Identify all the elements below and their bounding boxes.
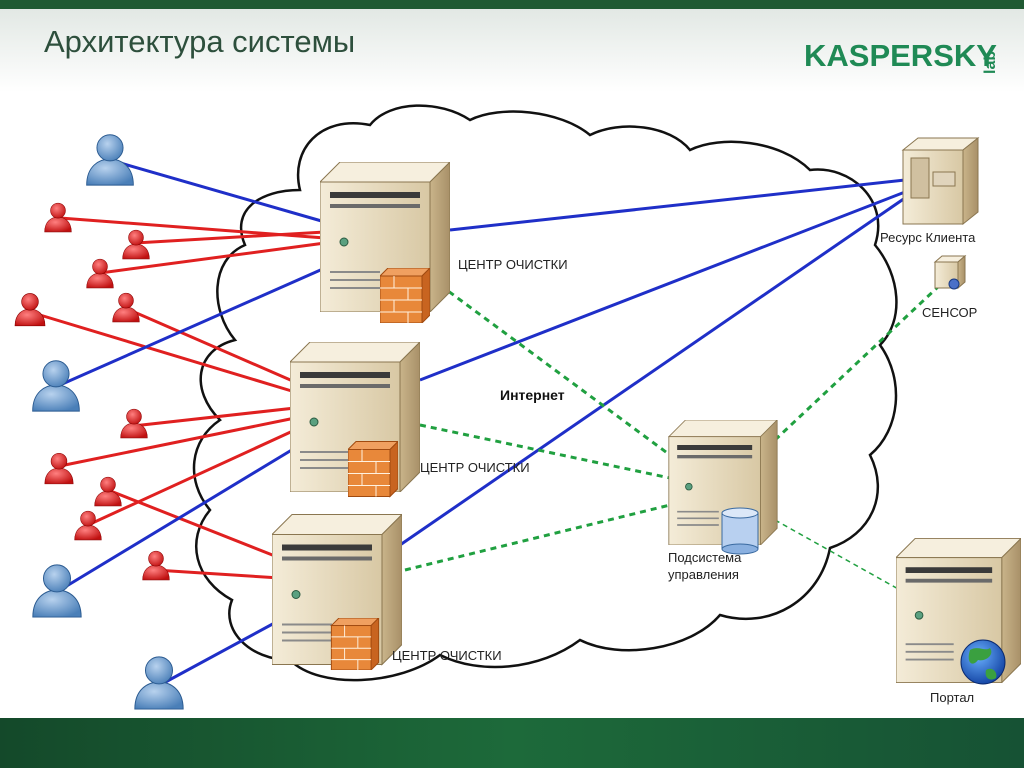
- management-links: [404, 283, 942, 591]
- top-bar: [0, 0, 1024, 9]
- portal-label: Портал: [930, 690, 974, 705]
- cleaning-center-2: ЦЕНТР ОЧИСТКИ: [290, 342, 530, 498]
- attacker-user-icon: [14, 293, 46, 327]
- attacker-user-icon: [122, 229, 150, 260]
- attack-links: [29, 216, 326, 580]
- legit-user-icon: [32, 564, 82, 618]
- slide-footer: [0, 718, 1024, 768]
- cleaning-center-3: ЦЕНТР ОЧИСТКИ: [272, 513, 502, 670]
- management-label-line1: Подсистема: [668, 550, 742, 565]
- internet-label: Интернет: [500, 387, 565, 403]
- slide-header: [0, 9, 1024, 107]
- attacker-user-icon: [112, 292, 140, 323]
- attacker-user-icon: [74, 510, 102, 541]
- database-icon: [721, 507, 759, 555]
- sensor-icon: [933, 254, 967, 290]
- kaspersky-logo: KASPERSKY: [804, 38, 997, 73]
- client-resource: Ресурс Клиента: [880, 136, 980, 245]
- firewall-icon: [330, 618, 380, 670]
- sensor: СЕНСОР: [922, 254, 977, 320]
- sensor-label: СЕНСОР: [922, 305, 977, 320]
- management-label-line2: управления: [668, 567, 739, 582]
- cleaning-center-1: ЦЕНТР ОЧИСТКИ: [320, 162, 568, 323]
- attacker-user-icon: [94, 476, 122, 507]
- management-subsystem: Подсистема управления: [668, 420, 778, 582]
- legit-links: [59, 158, 906, 687]
- server-tower-icon: [901, 136, 980, 226]
- client-resource-label: Ресурс Клиента: [880, 230, 976, 245]
- legit-user-icon: [32, 360, 80, 412]
- slide-title: Архитектура системы: [44, 24, 356, 59]
- firewall-icon: [380, 268, 430, 323]
- attacker-user-icon: [44, 452, 74, 485]
- attacker-user-icon: [86, 258, 114, 289]
- cleaning-center-3-label: ЦЕНТР ОЧИСТКИ: [392, 648, 502, 663]
- legit-user-icon: [134, 656, 184, 710]
- legit-user-icon: [86, 134, 134, 186]
- firewall-icon: [348, 440, 398, 498]
- portal: Портал: [896, 538, 1021, 705]
- attacker-users: [14, 202, 170, 581]
- cleaning-center-2-label: ЦЕНТР ОЧИСТКИ: [420, 460, 530, 475]
- attacker-user-icon: [142, 550, 170, 581]
- globe-icon: [960, 639, 1006, 685]
- cleaning-center-1-label: ЦЕНТР ОЧИСТКИ: [458, 257, 568, 272]
